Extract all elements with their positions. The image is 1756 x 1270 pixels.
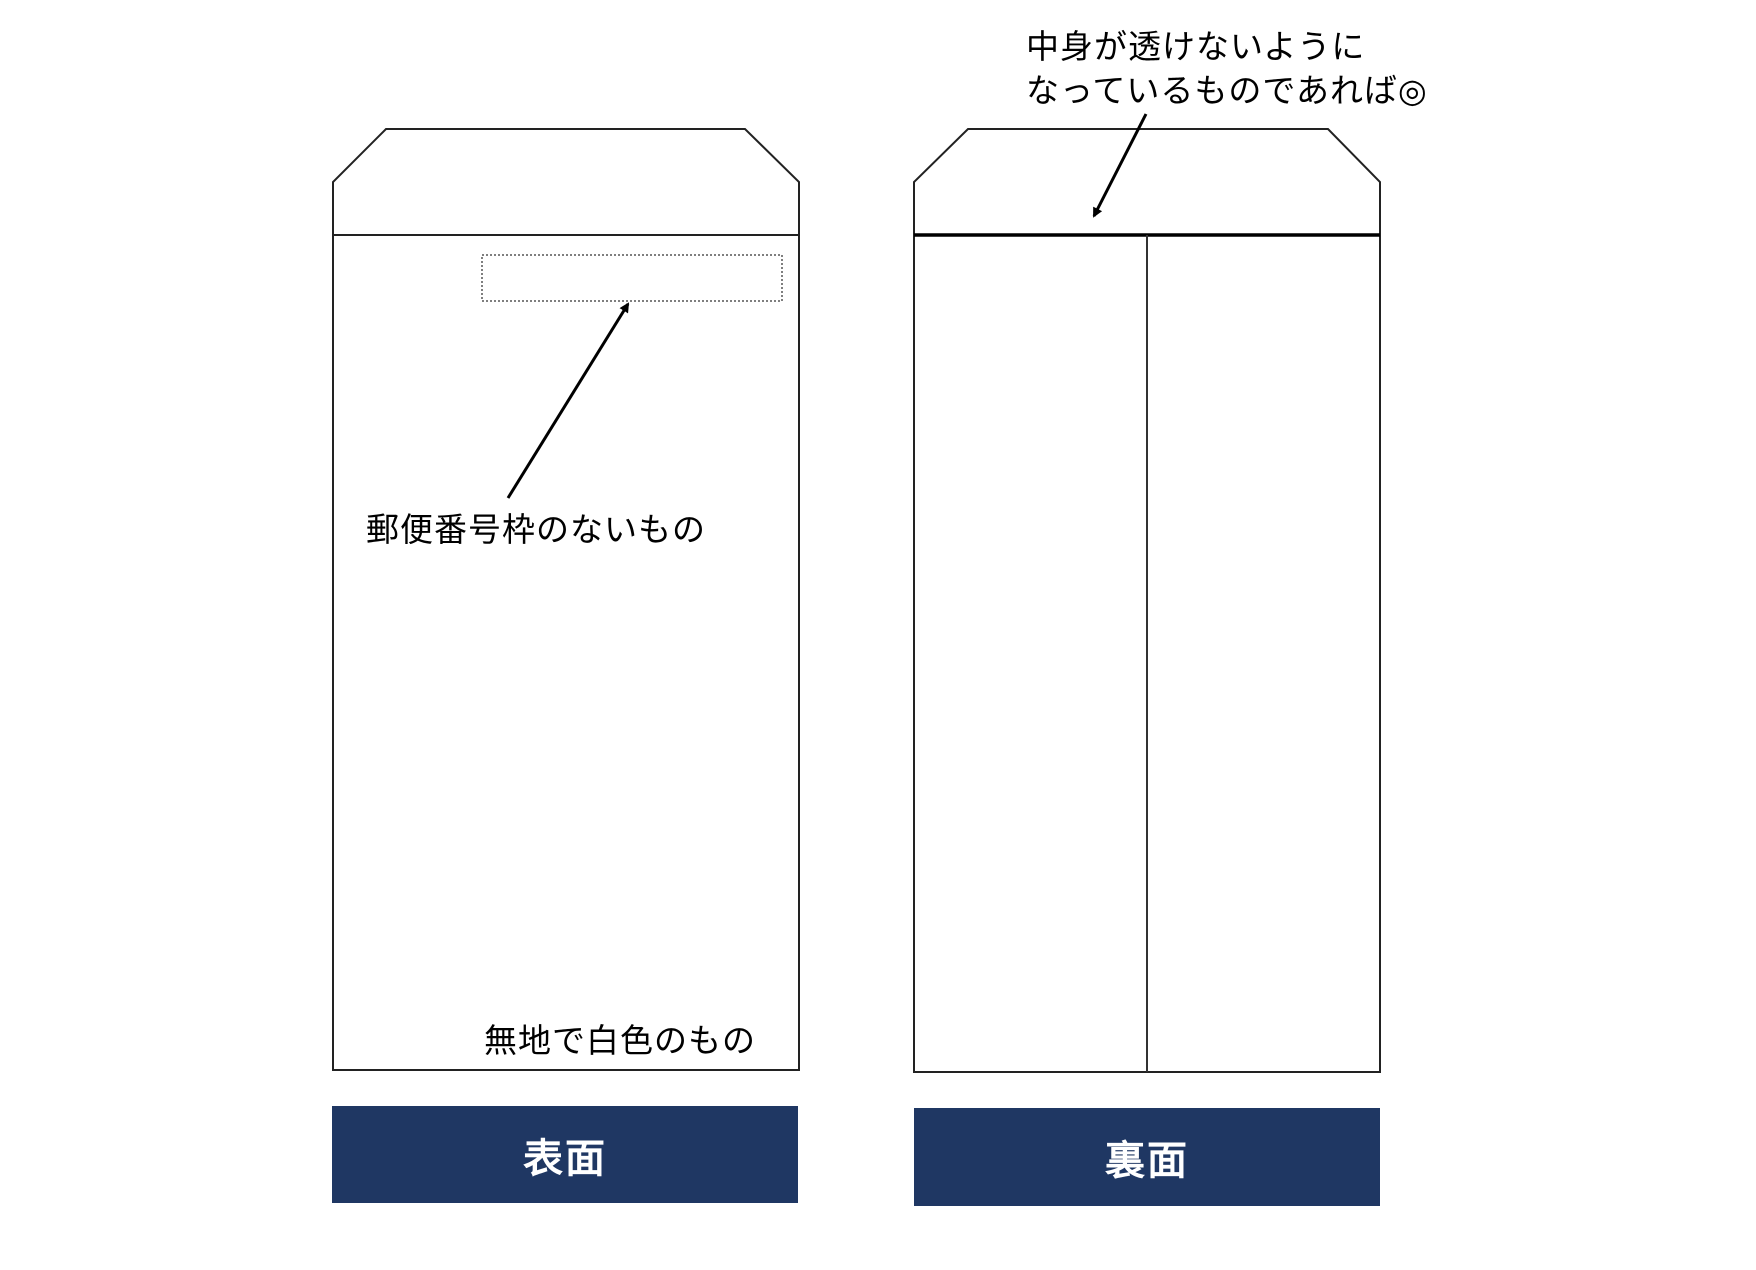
front-label-text: 表面 (523, 1135, 607, 1182)
postal-frame-note: 郵便番号枠のないもの (366, 510, 706, 549)
front-envelope-outline (332, 128, 800, 1071)
back-label-text: 裏面 (1105, 1138, 1189, 1184)
back-label: 裏面 (914, 1108, 1380, 1206)
opacity-note-line2: なっているものであれば◎ (1026, 71, 1428, 110)
opacity-arrow (1092, 113, 1148, 218)
opacity-note-line1: 中身が透けないように (1026, 27, 1366, 66)
postal-code-box (481, 254, 783, 302)
front-envelope (332, 128, 800, 1071)
postal-arrow (506, 302, 630, 499)
back-envelope (913, 113, 1381, 1073)
front-label: 表面 (332, 1106, 798, 1203)
plain-white-note: 無地で白色のもの (484, 1021, 756, 1060)
